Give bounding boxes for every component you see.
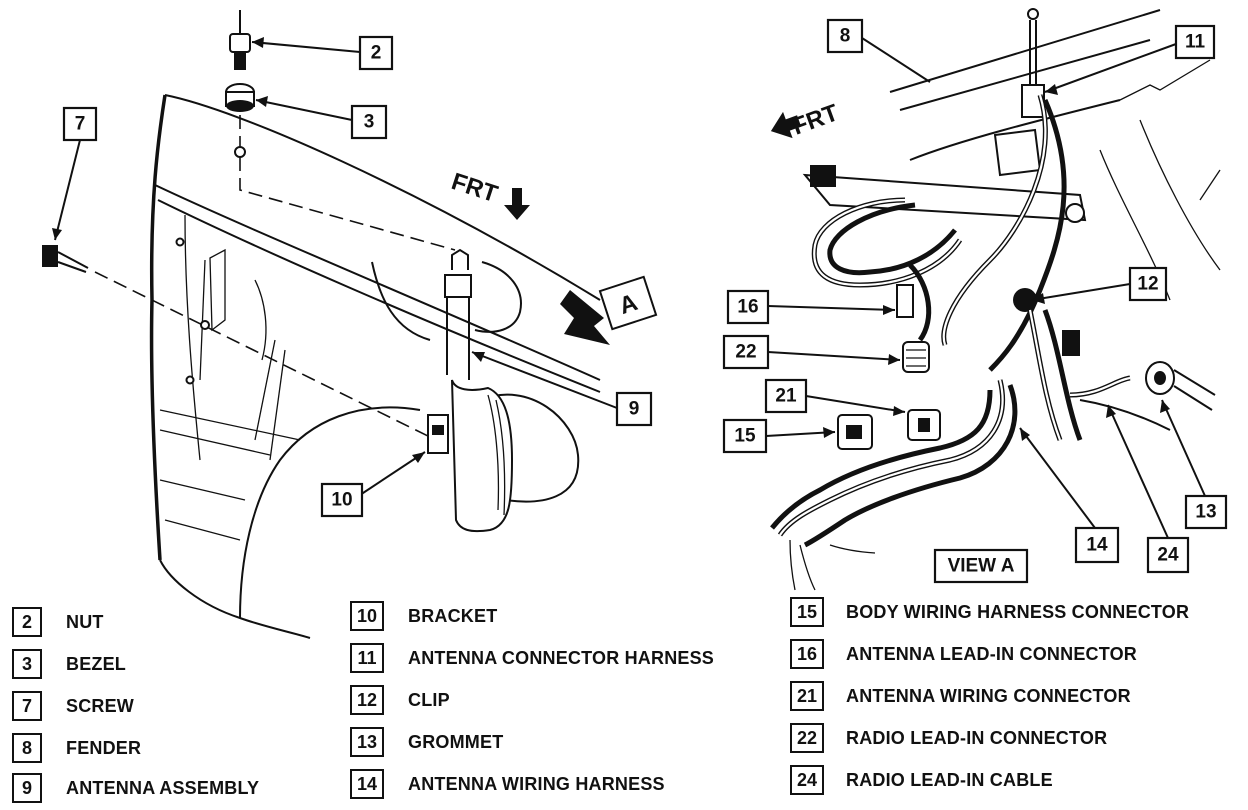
legend-number: 21 (790, 681, 824, 711)
view-a-label: VIEW A (933, 548, 1029, 584)
legend-number: 2 (12, 607, 42, 637)
legend-number: 15 (790, 597, 824, 627)
svg-text:24: 24 (1157, 545, 1179, 566)
legend-number: 16 (790, 639, 824, 669)
legend-number: 24 (790, 765, 824, 795)
callout-14: 14 (1019, 427, 1120, 564)
svg-text:10: 10 (331, 490, 352, 511)
callout-24: 24 (1106, 404, 1190, 574)
nut-hardware (229, 10, 251, 70)
legend-item-grommet: 13 GROMMET (350, 724, 503, 760)
fender-drawing (42, 10, 601, 639)
svg-text:11: 11 (1185, 32, 1206, 53)
svg-text:15: 15 (734, 426, 756, 447)
legend-item-nut: 2 NUT (12, 604, 104, 640)
legend-item-antenna-lead-in-connector: 16 ANTENNA LEAD-IN CONNECTOR (790, 636, 1137, 672)
legend-number: 8 (12, 733, 42, 763)
legend-label: ANTENNA WIRING CONNECTOR (846, 685, 1131, 706)
callout-11: 11 (1044, 24, 1216, 95)
legend-label: BODY WIRING HARNESS CONNECTOR (846, 601, 1190, 622)
legend-label: ANTENNA LEAD-IN CONNECTOR (846, 643, 1137, 664)
svg-text:14: 14 (1086, 535, 1108, 556)
legend-number: 10 (350, 601, 384, 631)
legend-label: CLIP (408, 689, 450, 710)
svg-text:22: 22 (735, 342, 756, 363)
callout-22: 22 (722, 334, 901, 370)
callout-2: 2 (251, 35, 394, 71)
legend-label: FENDER (66, 737, 142, 758)
legend-item-bracket: 10 BRACKET (350, 598, 497, 634)
view-a-pointer: A (560, 275, 658, 345)
legend-item-antenna-wiring-connector: 21 ANTENNA WIRING CONNECTOR (790, 678, 1131, 714)
legend-label: GROMMET (408, 731, 504, 752)
legend-number: 9 (12, 773, 42, 803)
legend-item-screw: 7 SCREW (12, 688, 134, 724)
svg-text:7: 7 (75, 114, 86, 135)
legend-number: 14 (350, 769, 384, 799)
callout-21: 21 (764, 378, 906, 416)
legend-label: BRACKET (408, 605, 498, 626)
legend-number: 22 (790, 723, 824, 753)
legend-label: ANTENNA ASSEMBLY (66, 777, 260, 798)
legend-item-clip: 12 CLIP (350, 682, 450, 718)
callout-16: 16 (726, 289, 896, 325)
legend-number: 12 (350, 685, 384, 715)
legend-number: 11 (350, 643, 384, 673)
front-direction-label-right: FRT (789, 99, 842, 140)
callout-10: 10 (320, 451, 426, 518)
svg-text:9: 9 (629, 399, 640, 420)
front-direction-arrow-right: FRT (770, 99, 842, 141)
legend-number: 7 (12, 691, 42, 721)
front-direction-label: FRT (448, 168, 501, 208)
legend-item-radio-lead-in-cable: 24 RADIO LEAD-IN CABLE (790, 762, 1053, 798)
legend-number: 13 (350, 727, 384, 757)
callout-9: 9 (471, 351, 653, 427)
callout-15: 15 (722, 418, 836, 454)
legend-item-body-wiring-harness-connector: 15 BODY WIRING HARNESS CONNECTOR (790, 594, 1189, 630)
legend-label: BEZEL (66, 653, 127, 674)
svg-text:21: 21 (775, 386, 797, 407)
svg-text:12: 12 (1137, 274, 1158, 295)
legend-item-radio-lead-in-connector: 22 RADIO LEAD-IN CONNECTOR (790, 720, 1107, 756)
parts-legend: 2 NUT 3 BEZEL 7 SCREW 8 FENDER 9 ANTENNA… (0, 590, 1248, 810)
svg-text:8: 8 (840, 26, 851, 47)
legend-item-antenna-assembly: 9 ANTENNA ASSEMBLY (12, 770, 259, 806)
svg-text:13: 13 (1195, 502, 1216, 523)
callout-13: 13 (1160, 399, 1228, 530)
svg-text:2: 2 (371, 43, 382, 64)
svg-text:3: 3 (364, 112, 375, 133)
callout-3: 3 (255, 96, 388, 140)
svg-text:16: 16 (737, 297, 758, 318)
legend-label: ANTENNA CONNECTOR HARNESS (408, 647, 715, 668)
legend-item-antenna-wiring-harness: 14 ANTENNA WIRING HARNESS (350, 766, 665, 802)
callout-7: 7 (52, 106, 98, 241)
legend-label: NUT (66, 611, 104, 632)
legend-label: RADIO LEAD-IN CONNECTOR (846, 727, 1108, 748)
front-direction-arrow-left: FRT (448, 168, 530, 220)
view-label-text: VIEW A (948, 556, 1015, 577)
legend-item-fender: 8 FENDER (12, 730, 141, 766)
view-a-drawing (770, 8, 1221, 591)
callout-12: 12 (1031, 266, 1168, 304)
legend-label: ANTENNA WIRING HARNESS (408, 773, 665, 794)
bezel-hardware (225, 83, 255, 112)
legend-item-bezel: 3 BEZEL (12, 646, 126, 682)
callout-8: 8 (826, 18, 931, 83)
legend-number: 3 (12, 649, 42, 679)
screw-hardware (42, 245, 89, 273)
legend-item-antenna-connector-harness: 11 ANTENNA CONNECTOR HARNESS (350, 640, 714, 676)
legend-label: RADIO LEAD-IN CABLE (846, 769, 1053, 790)
legend-label: SCREW (66, 695, 134, 716)
